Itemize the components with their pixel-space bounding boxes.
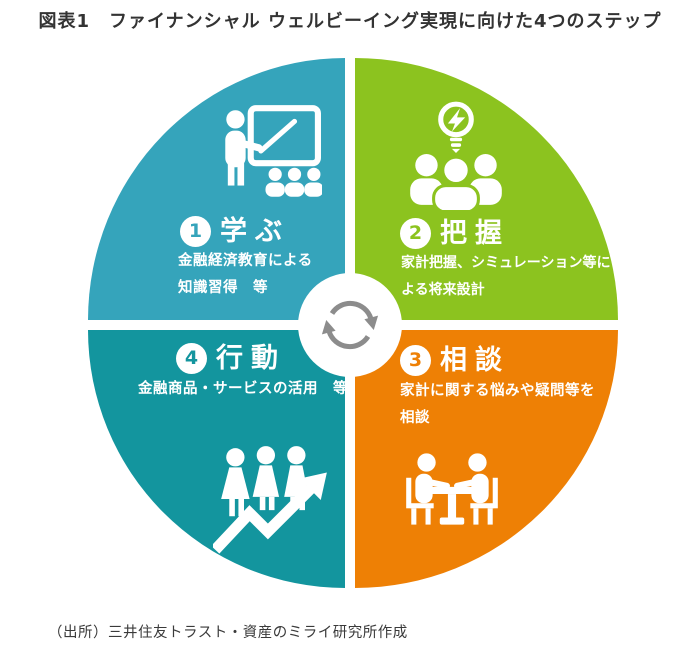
description-line: 家計に関する悩みや疑問等を <box>400 383 595 399</box>
step-number-badge: 4 <box>176 343 207 374</box>
description-line: 家計把握、シミュレーション等に <box>401 255 611 271</box>
description-line: 金融商品・サービスの活用 等 <box>138 381 348 397</box>
step-description-consult: 家計に関する悩みや疑問等を 相談 <box>400 378 595 432</box>
step-description-learn: 金融経済教育による 知識習得 等 <box>178 248 313 302</box>
step-header-action: 4 行動 <box>176 343 286 374</box>
step-label: 学ぶ <box>220 216 290 247</box>
consultation-table-icon <box>406 453 498 525</box>
source-credit: （出所）三井住友トラスト・資産のミライ研究所作成 <box>48 625 408 641</box>
step-number-badge: 3 <box>400 345 431 376</box>
people-growth-arrow-icon <box>213 446 327 554</box>
step-header-learn: 1 学ぶ <box>180 216 290 247</box>
description-line: よる将来設計 <box>401 282 485 298</box>
step-number-badge: 1 <box>180 216 211 247</box>
cycle-hub <box>298 273 402 377</box>
group-idea-bulb-icon <box>410 101 502 210</box>
step-label: 把握 <box>440 218 510 249</box>
step-number-badge: 2 <box>400 218 431 249</box>
step-header-consult: 3 相談 <box>400 345 510 376</box>
description-line: 相談 <box>400 410 430 426</box>
teacher-blackboard-icon <box>225 105 322 197</box>
four-step-cycle-diagram: 1 学ぶ 金融経済教育による 知識習得 等 2 把握 家計把握、シミュレーション… <box>88 58 618 588</box>
step-label: 行動 <box>216 343 286 374</box>
step-label: 相談 <box>440 345 510 376</box>
cycle-arrows-icon <box>321 300 379 350</box>
step-description-action: 金融商品・サービスの活用 等 <box>138 376 348 403</box>
description-line: 知識習得 等 <box>178 280 268 296</box>
page-title: 図表1 ファイナンシャル ウェルビーイング実現に向けた4つのステップ <box>38 11 662 32</box>
step-header-grasp: 2 把握 <box>400 218 510 249</box>
description-line: 金融経済教育による <box>178 253 313 269</box>
step-description-grasp: 家計把握、シミュレーション等に よる将来設計 <box>401 250 610 304</box>
